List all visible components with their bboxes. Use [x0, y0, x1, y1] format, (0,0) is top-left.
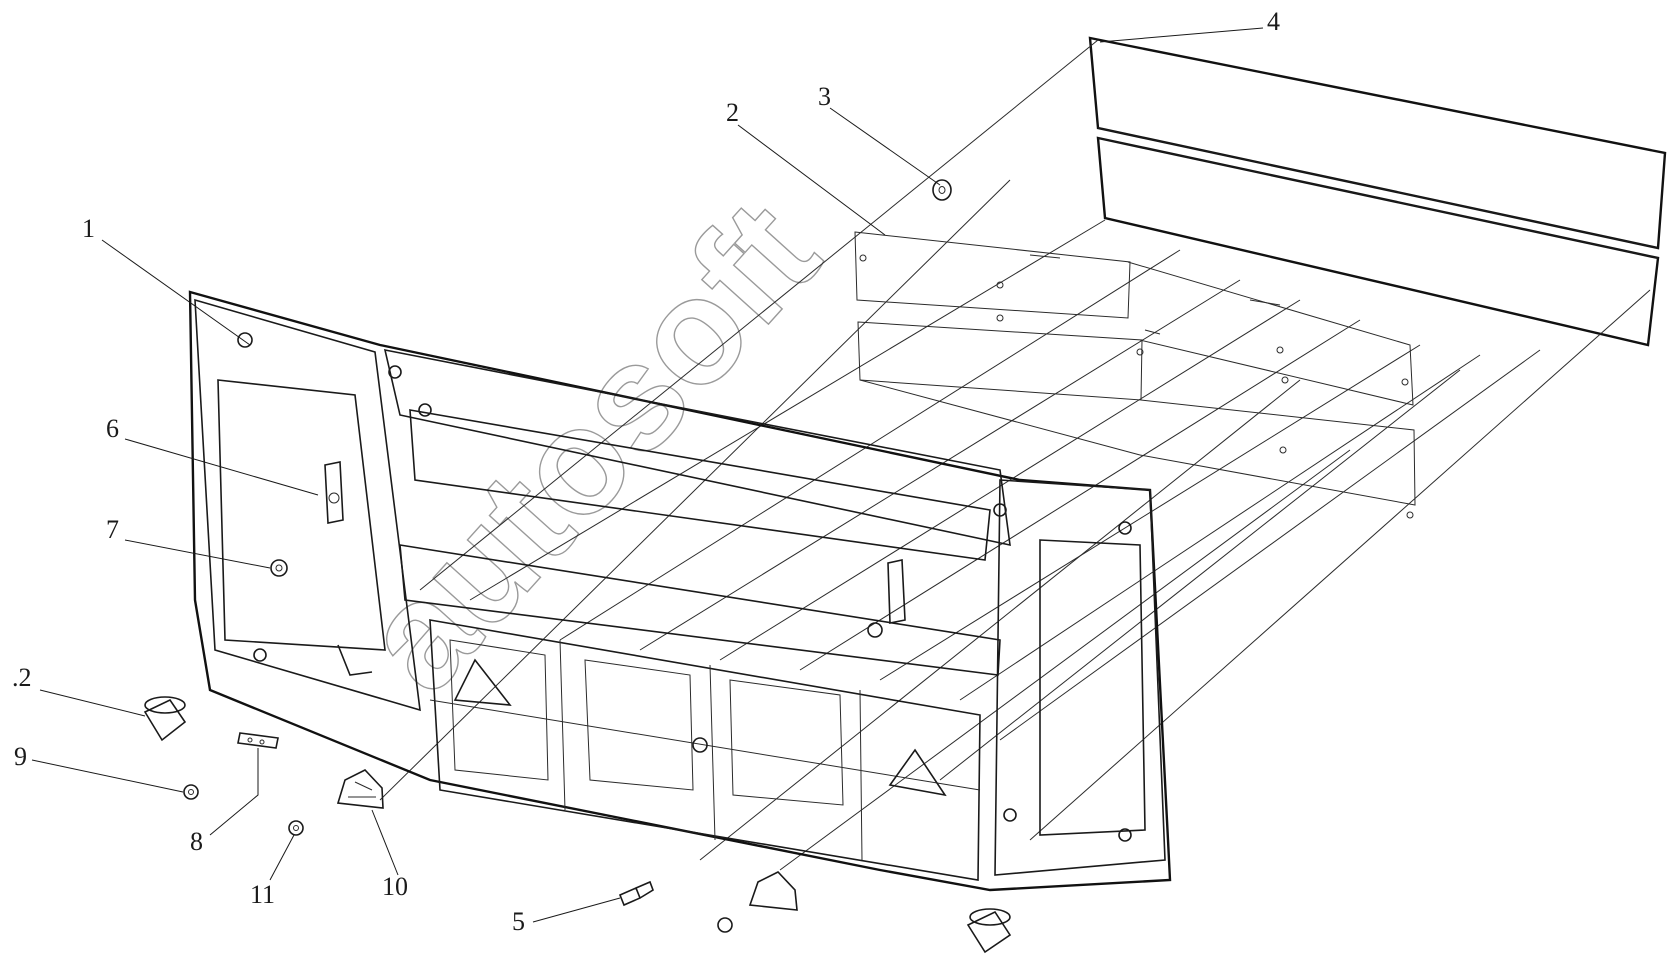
bracket-part-6 — [324, 461, 906, 624]
mounting-cap-part-10 — [336, 769, 798, 911]
mesh-grille-part-4 — [1088, 36, 1667, 347]
clip-plate-part-8 — [237, 732, 279, 749]
callout-8: 8 — [190, 827, 203, 856]
callout-4: 4 — [1267, 7, 1280, 36]
callout-3: 3 — [818, 82, 831, 111]
callout-5: 5 — [512, 907, 525, 936]
nut-part-7 — [270, 559, 883, 638]
washer-part-3 — [932, 179, 952, 201]
watermark-text: autosoft — [329, 169, 850, 721]
backing-film-part-2 — [854, 231, 1416, 519]
callout-10: 10 — [382, 872, 408, 901]
callout-leader-lines — [31, 27, 1264, 923]
callout-11: 11 — [250, 880, 275, 909]
screw-part-5 — [618, 880, 654, 907]
callout-labels: 1 2 .2 3 4 5 6 7 8 9 10 11 — [12, 7, 1280, 936]
callout-9: 9 — [14, 742, 27, 771]
callout-2-buffer: .2 — [12, 663, 32, 692]
nut-part-9 — [183, 784, 199, 800]
callout-2: 2 — [726, 98, 739, 127]
callout-7: 7 — [106, 515, 119, 544]
callout-6: 6 — [106, 414, 119, 443]
nut-part-11 — [288, 820, 733, 933]
rubber-buffer-part-2 — [143, 696, 1012, 954]
grille-frame-part-1 — [188, 290, 1172, 892]
callout-1: 1 — [82, 214, 95, 243]
